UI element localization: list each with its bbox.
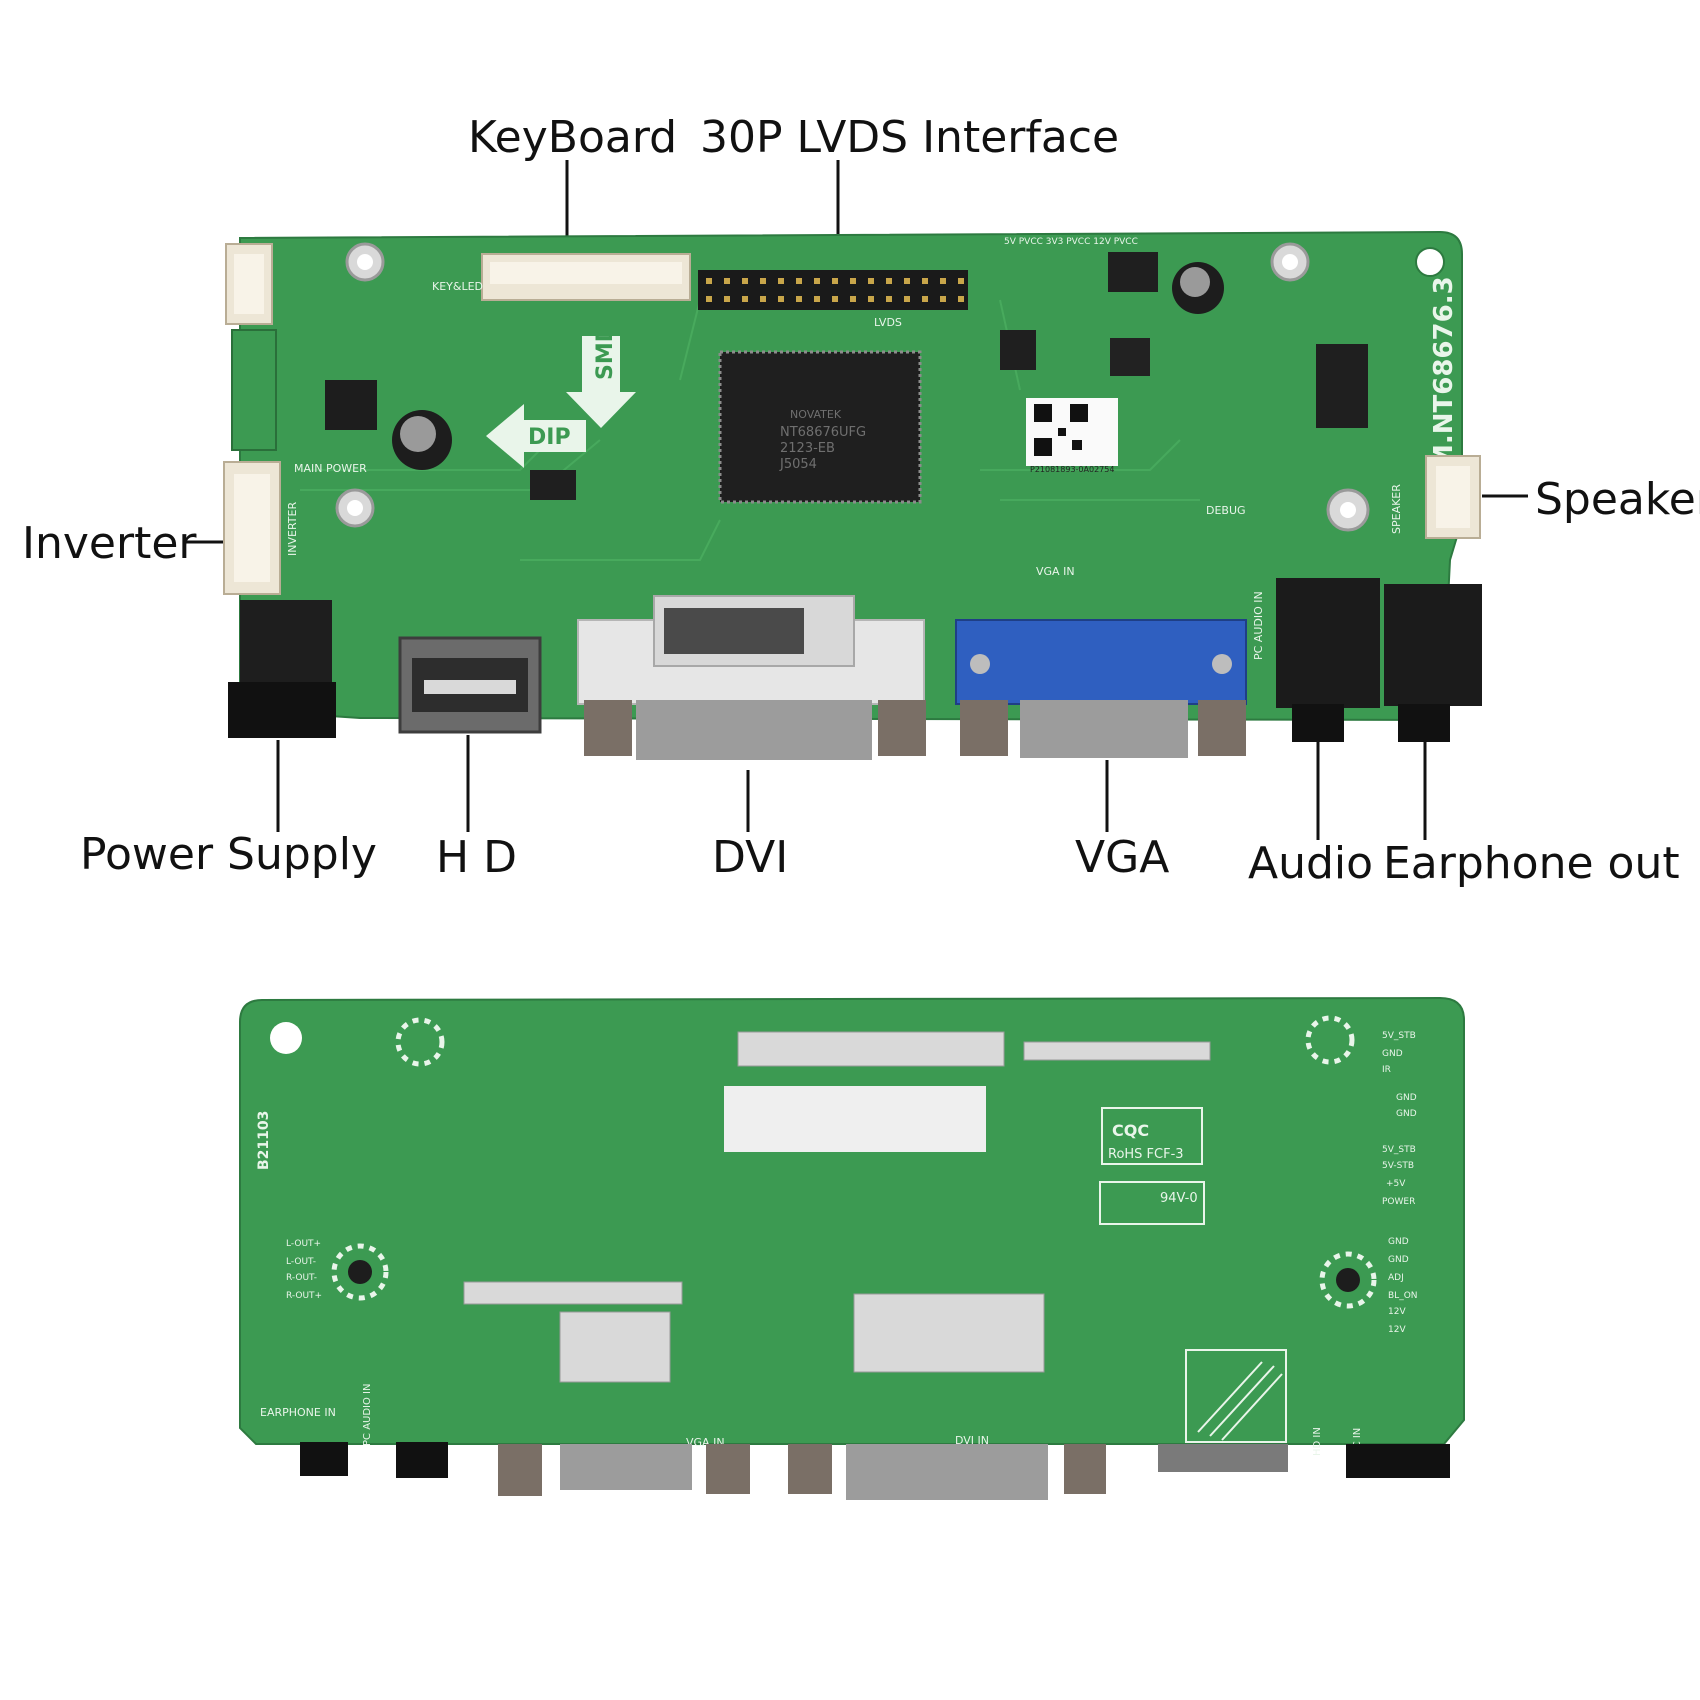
silk-dvi-in-back: DVI IN bbox=[955, 1434, 989, 1447]
board-model: M.NT68676.3 bbox=[1429, 276, 1459, 470]
vga-connector bbox=[955, 619, 1247, 758]
keyboard-label: KeyBoard bbox=[468, 112, 678, 163]
pin-right-5: GND bbox=[1396, 1109, 1417, 1119]
chip-part: NT68676UFG bbox=[780, 425, 866, 440]
dvi-connector bbox=[577, 595, 926, 760]
chip-code: J5054 bbox=[779, 457, 817, 472]
silk-earphone-in: EARPHONE IN bbox=[260, 1406, 336, 1419]
lvds-header bbox=[698, 270, 968, 310]
pin-right-12: ADJ bbox=[1388, 1273, 1404, 1283]
pin-left-2: L-OUT- bbox=[286, 1257, 316, 1267]
pin-right-7: 5V-STB bbox=[1382, 1161, 1414, 1171]
capacitors bbox=[325, 262, 1224, 470]
power-supply-label: Power Supply bbox=[80, 829, 377, 880]
keyboard-connector bbox=[481, 253, 691, 301]
small-ics bbox=[530, 252, 1368, 500]
pin-left-1: L-OUT+ bbox=[286, 1239, 321, 1249]
chip-lot: 2123-EB bbox=[780, 441, 835, 456]
dip-text: DIP bbox=[528, 425, 571, 450]
board-back: CQC RoHS FCF-3 94V-0 B21103 EARPHONE IN … bbox=[239, 996, 1465, 1500]
pin-right-13: BL_ON bbox=[1388, 1291, 1418, 1301]
speaker-label: Speaker bbox=[1535, 474, 1700, 525]
back-code: B21103 bbox=[256, 1111, 272, 1170]
board-front: NOVATEK NT68676UFG 2123-EB J5054 SMD DIP bbox=[223, 230, 1482, 760]
silk-hd-in: HD IN bbox=[1312, 1427, 1323, 1456]
pin-right-11: GND bbox=[1388, 1255, 1409, 1265]
cert-block: CQC RoHS FCF-3 94V-0 bbox=[1099, 1107, 1205, 1225]
pin-right-6: 5V_STB bbox=[1382, 1145, 1416, 1155]
pin-right-14: 12V bbox=[1388, 1307, 1406, 1317]
audio-jacks bbox=[1276, 578, 1482, 742]
pin-right-3: IR bbox=[1382, 1065, 1391, 1075]
pin-right-8: +5V bbox=[1386, 1179, 1406, 1189]
dip-arrow: DIP bbox=[486, 404, 586, 468]
hatch-area bbox=[1185, 1349, 1287, 1443]
smd-arrow: SMD bbox=[566, 324, 636, 428]
pin-right-1: 5V_STB bbox=[1382, 1031, 1416, 1041]
pin-right-4: GND bbox=[1396, 1093, 1417, 1103]
vga-label: VGA bbox=[1075, 832, 1170, 883]
cert-rohs: RoHS FCF-3 bbox=[1108, 1147, 1184, 1162]
silk-pc-audio: PC AUDIO IN bbox=[1252, 591, 1265, 660]
power-jack bbox=[228, 600, 336, 738]
back-pad-rows bbox=[463, 1031, 1211, 1383]
pin-right-9: POWER bbox=[1382, 1197, 1415, 1207]
back-left-pins: L-OUT+ L-OUT- R-OUT- R-OUT+ bbox=[286, 1239, 322, 1301]
silk-inverter: INVERTER bbox=[286, 502, 299, 556]
speaker-connector bbox=[1425, 455, 1481, 539]
inverter-label: Inverter bbox=[22, 518, 197, 569]
left-connectors bbox=[223, 243, 281, 595]
silk-speaker: SPEAKER bbox=[1390, 484, 1403, 534]
pin-right-2: GND bbox=[1382, 1049, 1403, 1059]
back-connectors bbox=[300, 1442, 1450, 1500]
cert-ccc: CQC bbox=[1112, 1121, 1149, 1140]
silk-dc-in: DC IN bbox=[1352, 1428, 1363, 1456]
mounting-holes bbox=[335, 242, 1445, 532]
silk-main-power: MAIN POWER bbox=[294, 462, 367, 475]
qr-text: P21081893-0A02754 bbox=[1030, 465, 1114, 474]
back-right-pins: 5V_STB GND IR GND GND 5V_STB 5V-STB +5V … bbox=[1382, 1031, 1418, 1335]
silk-vga-in: VGA IN bbox=[1036, 565, 1075, 578]
pin-left-3: R-OUT- bbox=[286, 1273, 317, 1283]
silk-debug: DEBUG bbox=[1206, 504, 1246, 517]
hd-label: H D bbox=[436, 832, 517, 883]
silk-keyboard: KEY&LED bbox=[432, 280, 483, 293]
dvi-label: DVI bbox=[712, 832, 789, 883]
audio-label: Audio bbox=[1248, 838, 1374, 889]
lvds-interface-label: 30P LVDS Interface bbox=[700, 112, 1120, 163]
chip-brand: NOVATEK bbox=[790, 408, 842, 421]
silk-power-header: 5V PVCC 3V3 PVCC 12V PVCC bbox=[1004, 237, 1138, 247]
silk-pc-audio-in: PC AUDIO IN bbox=[362, 1384, 373, 1446]
pin-left-4: R-OUT+ bbox=[286, 1291, 322, 1301]
smd-text: SMD bbox=[593, 324, 618, 380]
qr-code: P21081893-0A02754 bbox=[1026, 398, 1118, 474]
silk-lvds: LVDS bbox=[874, 316, 902, 329]
pin-right-10: GND bbox=[1388, 1237, 1409, 1247]
main-chip: NOVATEK NT68676UFG 2123-EB J5054 bbox=[718, 350, 922, 504]
hdmi-connector bbox=[398, 636, 542, 734]
earphone-out-label: Earphone out bbox=[1383, 838, 1680, 889]
pin-right-15: 12V bbox=[1388, 1325, 1406, 1335]
back-label-area bbox=[724, 1086, 986, 1152]
cert-94v: 94V-0 bbox=[1160, 1191, 1198, 1206]
back-mounting-marks bbox=[331, 1015, 1377, 1309]
